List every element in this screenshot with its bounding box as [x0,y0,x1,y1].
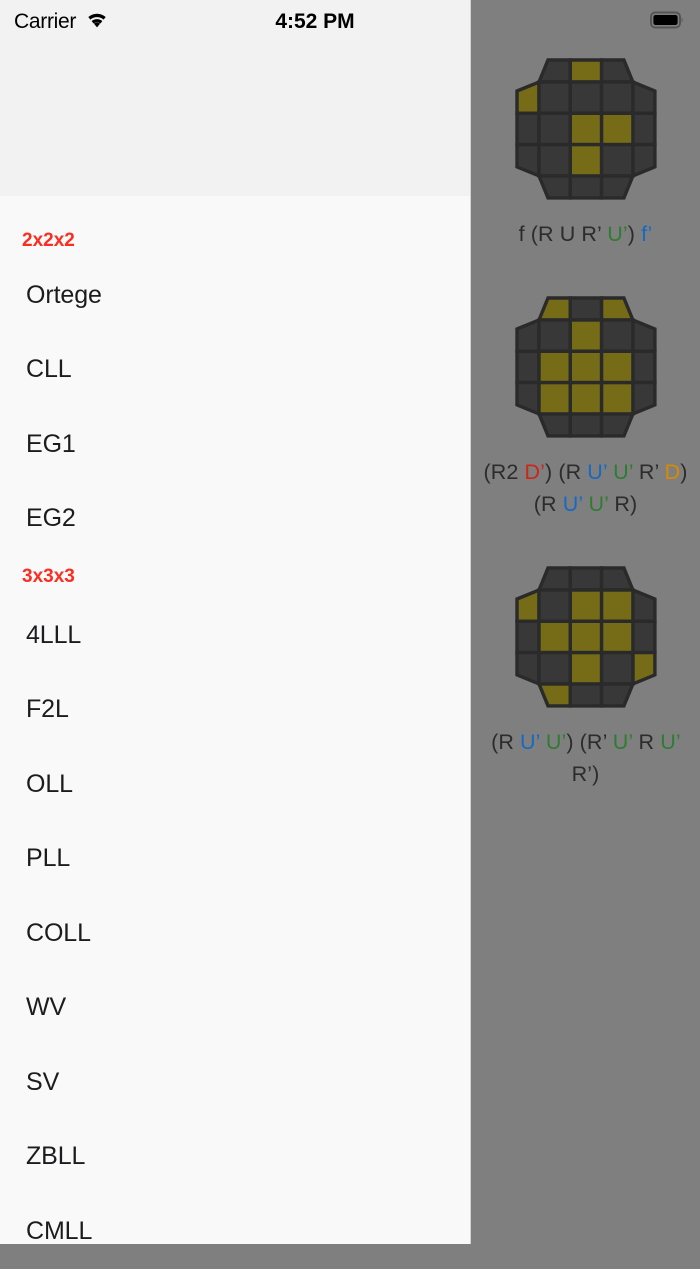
sidebar-item-cmll[interactable]: CMLL [26,1216,93,1245]
sidebar-item-f2l[interactable]: F2L [26,695,69,724]
alg-token: U’ [520,730,540,754]
alg-token: U’ [545,730,567,754]
cube-case-2-algorithm: (R2 D’) (R U’ U’ R’ D) (R U’ U’ R) [482,456,690,520]
sidebar-item-4lll[interactable]: 4LLL [26,620,82,649]
status-bar-right [471,0,700,44]
cube-case-1-algorithm: f (R U R’ U’) f’ [482,218,690,250]
case-list[interactable]: f (R U R’ U’) f’(R2 D’) (R U’ U’ R’ D) (… [471,44,700,790]
alg-token: U’ [660,730,680,754]
alg-token: (R U R’ [530,222,608,246]
alg-token: U’ [587,460,607,484]
alg-token: U’ [607,222,628,246]
sidebar-item-coll[interactable]: COLL [26,918,91,947]
clock-label: 4:52 PM [275,10,355,33]
sidebar-item-eg1[interactable]: EG1 [26,429,76,458]
cube-case-1-diagram [514,58,657,200]
sidebar-item-cll[interactable]: CLL [26,355,72,384]
alg-token: (R2 [483,460,525,484]
alg-token: D [664,460,681,484]
alg-token: f [518,222,531,246]
sidebar-item-oll[interactable]: OLL [26,769,73,798]
cube-case-3[interactable]: (R U’ U’) (R’ U’ R U’ R’) [471,562,700,790]
alg-token: R’ [632,460,665,484]
cube-case-2[interactable]: (R2 D’) (R U’ U’ R’ D) (R U’ U’ R) [471,292,700,520]
sidebar-item-sv[interactable]: SV [26,1067,60,1096]
alg-token: U’ [613,460,633,484]
alg-token: U’ [588,492,609,516]
sidebar-item-eg2[interactable]: EG2 [26,504,76,533]
cube-case-3-algorithm: (R U’ U’) (R’ U’ R U’ R’) [482,726,690,790]
alg-token: U’ [562,492,583,516]
sidebar-section-2x2x2: 2x2x2 [22,230,75,251]
alg-token: U’ [612,730,633,754]
alg-token: f’ [641,222,653,246]
sidebar-item-zbll[interactable]: ZBLL [26,1142,86,1171]
sidebar-header: Carrier 4:52 PM [0,0,470,196]
wifi-icon [85,11,109,34]
sidebar-item-pll[interactable]: PLL [26,844,71,873]
alg-token: ) (R’ [566,730,613,754]
status-bar: Carrier 4:52 PM [0,0,470,44]
alg-token: R [632,730,661,754]
alg-token: ) (R [533,460,688,516]
cube-case-1[interactable]: f (R U R’ U’) f’ [471,54,700,250]
alg-token: R) [608,492,638,516]
sidebar-item-wv[interactable]: WV [26,993,67,1022]
alg-token: D’ [524,460,545,484]
alg-token: ) (R [544,460,588,484]
cube-case-3-diagram [514,566,657,708]
cube-case-2-diagram [514,296,657,438]
sidebar-section-3x3x3: 3x3x3 [22,566,75,587]
alg-token: R’) [571,762,600,786]
status-bar-left: Carrier [14,10,109,34]
alg-token: (R [491,730,521,754]
battery-full-icon [650,10,686,35]
detail-panel: f (R U R’ U’) f’(R2 D’) (R U’ U’ R’ D) (… [471,0,700,1244]
carrier-label: Carrier [14,10,77,33]
alg-token: ) [627,222,642,246]
sidebar-item-ortege[interactable]: Ortege [26,280,102,309]
